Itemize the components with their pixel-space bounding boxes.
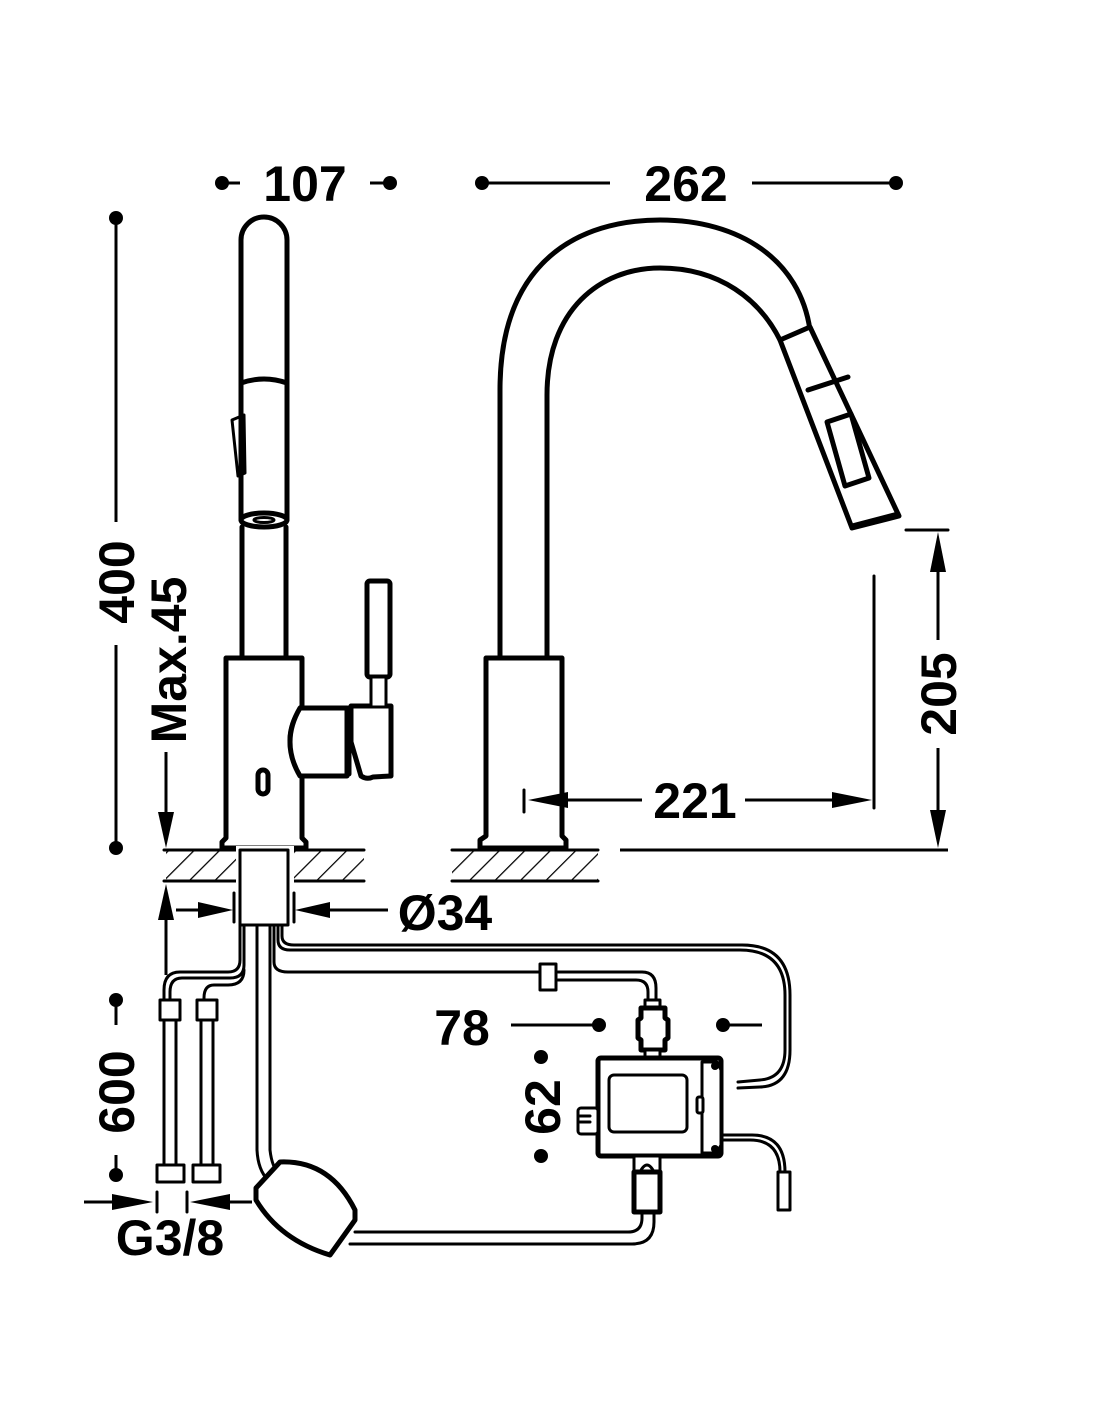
- sensor-cable: [720, 1133, 792, 1212]
- dimension-spout-outlet-height: 205: [904, 528, 967, 848]
- dimension-side-width: 107: [215, 156, 397, 212]
- outlet-fitting: [631, 1169, 663, 1215]
- hose-end-cold: [191, 1163, 222, 1184]
- dimension-control-box-width: 78: [434, 1000, 762, 1056]
- inlet-fitting: [635, 1005, 671, 1053]
- control-box: [576, 998, 724, 1215]
- dimension-mounting-hole: Ø34: [176, 885, 492, 941]
- dimension-spout-reach-total-label: 262: [644, 156, 727, 212]
- dimension-max-deck-thickness-label: Max.45: [141, 577, 197, 744]
- hose-end-hot: [155, 1163, 186, 1184]
- faucet-front-body: [477, 655, 569, 851]
- spray-trigger: [230, 413, 247, 478]
- sensor-plug: [776, 1170, 792, 1212]
- dimension-control-box-width-label: 78: [434, 1000, 490, 1056]
- control-box-panel: [607, 1073, 689, 1134]
- deck-section-right: [450, 848, 948, 883]
- dimension-connection-thread-label: G3/8: [116, 1210, 224, 1266]
- lever-stem: [369, 675, 388, 709]
- faucet-front-view: [477, 217, 902, 851]
- dimension-hose-length: 600: [89, 993, 145, 1182]
- handle-hub: [348, 703, 394, 781]
- deck-section-left: [162, 846, 366, 927]
- dimension-connection-thread: G3/8: [84, 1190, 252, 1266]
- dimension-overall-height-label: 400: [89, 540, 145, 623]
- mounting-shank: [238, 848, 290, 927]
- dimension-spout-outlet-height-label: 205: [911, 652, 967, 735]
- dimension-mounting-hole-label: Ø34: [398, 885, 493, 941]
- dimension-control-box-height-label: 62: [515, 1079, 571, 1135]
- hose-nut-hot: [158, 998, 182, 1022]
- lever-handle: [364, 578, 393, 680]
- dimension-side-width-label: 107: [263, 156, 346, 212]
- dimension-control-box-height: 62: [515, 1050, 571, 1163]
- dimension-spout-reach-total: 262: [475, 156, 903, 212]
- hose-nut-cold: [195, 998, 219, 1022]
- pull-out-spray-head: [777, 324, 902, 531]
- counterweight: [253, 1159, 358, 1258]
- dimension-spout-reach: 221: [522, 574, 876, 829]
- dimension-hose-length-label: 600: [89, 1050, 145, 1133]
- wire-connector: [538, 962, 558, 992]
- dimension-max-deck-thickness: Max.45: [141, 577, 197, 975]
- dimension-overall-height: 400: [89, 211, 145, 855]
- supply-hoses: [155, 923, 246, 1184]
- faucet-side-view: [219, 214, 394, 851]
- dimension-spout-reach-label: 221: [653, 773, 736, 829]
- sensor-window: [255, 767, 271, 797]
- sensor-wires: [272, 923, 792, 1090]
- handle-cartridge: [287, 705, 350, 779]
